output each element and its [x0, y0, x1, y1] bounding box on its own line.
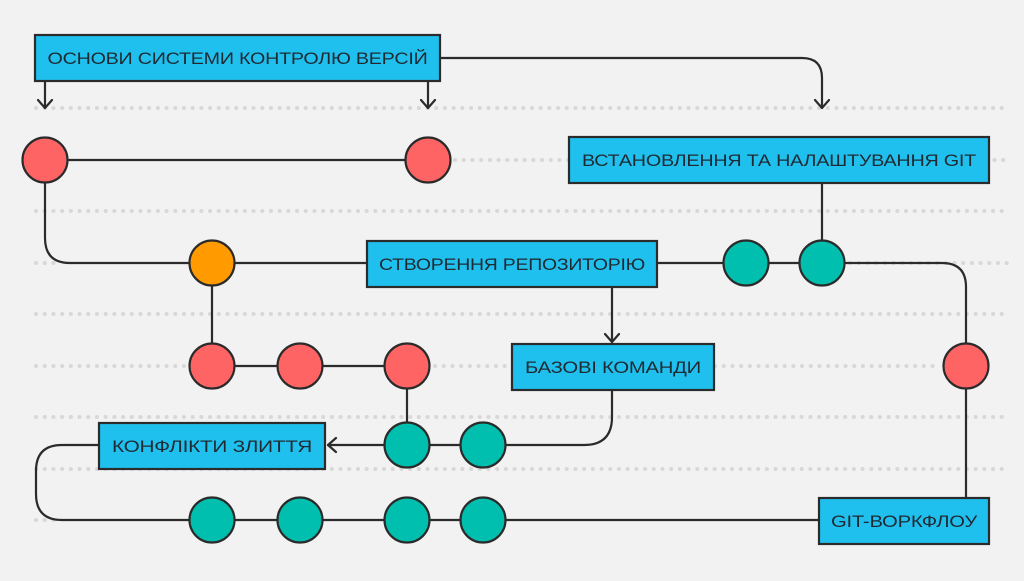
- commit-node-teal[interactable]: [722, 239, 770, 287]
- arrow-head-icon: [326, 436, 338, 454]
- commit-node-teal[interactable]: [188, 496, 236, 544]
- commit-node-teal[interactable]: [798, 239, 846, 287]
- topic-label: GIT-ВОРКФЛОУ: [831, 512, 977, 531]
- commit-node-red[interactable]: [383, 342, 431, 390]
- topic-box-basic-commands[interactable]: БАЗОВІ КОМАНДИ: [510, 342, 716, 392]
- topic-label: КОНФЛІКТИ ЗЛИТТЯ: [112, 437, 312, 456]
- topic-box-background: [510, 342, 716, 392]
- commit-node-orange[interactable]: [188, 239, 236, 287]
- connectors: [34, 56, 968, 522]
- commit-nodes: [21, 136, 990, 544]
- commit-node-red[interactable]: [21, 136, 69, 184]
- topic-box-merge-conflicts[interactable]: КОНФЛІКТИ ЗЛИТТЯ: [97, 421, 327, 471]
- topic-box-background: [33, 33, 442, 83]
- arrow-head-icon: [603, 332, 621, 344]
- commit-node-red[interactable]: [188, 342, 236, 390]
- connector-line: [656, 261, 968, 500]
- connector-line: [438, 56, 824, 110]
- topic-label: БАЗОВІ КОМАНДИ: [525, 358, 701, 377]
- commit-node-teal[interactable]: [459, 421, 507, 469]
- topic-label: СТВОРЕННЯ РЕПОЗИТОРІЮ: [379, 255, 645, 274]
- commit-node-red[interactable]: [404, 136, 452, 184]
- topic-box-background: [817, 496, 991, 546]
- connector-line: [43, 158, 370, 265]
- connector-line: [326, 388, 614, 447]
- topic-label: ОСНОВИ СИСТЕМИ КОНТРОЛЮ ВЕРСІЙ: [48, 49, 428, 68]
- commit-node-red[interactable]: [276, 342, 324, 390]
- arrow-head-icon: [36, 98, 54, 110]
- topic-box-repo-create[interactable]: СТВОРЕННЯ РЕПОЗИТОРІЮ: [365, 239, 659, 289]
- commit-node-teal[interactable]: [459, 496, 507, 544]
- commit-node-teal[interactable]: [276, 496, 324, 544]
- arrow-head-icon: [813, 98, 831, 110]
- commit-node-teal[interactable]: [383, 421, 431, 469]
- topic-box-background: [97, 421, 327, 471]
- topic-box-background: [567, 135, 991, 185]
- topic-box-git-setup[interactable]: ВСТАНОВЛЕННЯ ТА НАЛАШТУВАННЯ GIT: [567, 135, 991, 185]
- topic-box-git-workflow[interactable]: GIT-ВОРКФЛОУ: [817, 496, 991, 546]
- topic-box-background: [365, 239, 659, 289]
- topic-box-vcs-basics[interactable]: ОСНОВИ СИСТЕМИ КОНТРОЛЮ ВЕРСІЙ: [33, 33, 442, 83]
- connector-line: [34, 443, 822, 522]
- commit-node-teal[interactable]: [383, 496, 431, 544]
- topic-label: ВСТАНОВЛЕННЯ ТА НАЛАШТУВАННЯ GIT: [582, 151, 976, 170]
- commit-node-red[interactable]: [942, 342, 990, 390]
- arrow-head-icon: [419, 98, 437, 110]
